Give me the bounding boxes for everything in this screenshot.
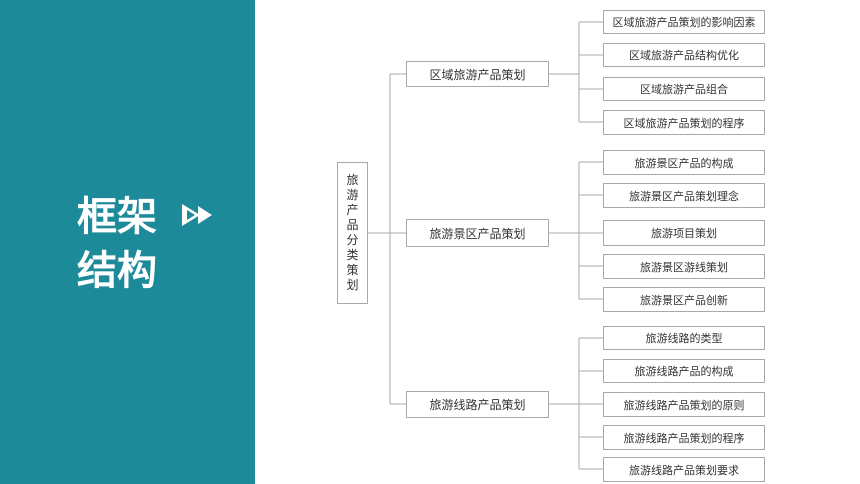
section-title: 框架 结构 (77, 190, 177, 298)
root-node-char: 类 (346, 248, 359, 262)
branch-node-scenic: 旅游景区产品策划 (406, 219, 549, 247)
leaf-node: 旅游线路产品策划的原则 (603, 392, 765, 417)
root-node-char: 分 (346, 233, 359, 247)
leaf-node: 旅游线路产品的构成 (603, 359, 765, 383)
leaf-node: 区域旅游产品策划的影响因素 (603, 10, 765, 34)
leaf-node: 区域旅游产品结构优化 (603, 43, 765, 67)
section-title-line1: 框架 (77, 194, 157, 240)
root-node-char: 游 (346, 188, 359, 202)
leaf-node: 区域旅游产品组合 (603, 77, 765, 101)
leaf-node: 旅游线路产品策划的程序 (603, 425, 765, 450)
branch-node-route: 旅游线路产品策划 (406, 391, 549, 418)
sidebar: 框架 结构 (0, 0, 255, 484)
root-node-char: 品 (346, 218, 359, 232)
leaf-node: 旅游景区产品策划理念 (603, 183, 765, 208)
branch-node-regional: 区域旅游产品策划 (406, 61, 549, 87)
root-node-char: 产 (346, 203, 359, 217)
root-node-char: 旅 (346, 173, 359, 187)
leaf-node: 区域旅游产品策划的程序 (603, 110, 765, 135)
leaf-node: 旅游景区游线策划 (603, 254, 765, 279)
root-node: 旅游产品分类策划 (337, 162, 368, 304)
section-title-line2: 结构 (77, 248, 157, 294)
root-node-char: 策 (346, 263, 359, 277)
leaf-node: 旅游线路的类型 (603, 326, 765, 350)
leaf-node: 旅游景区产品创新 (603, 287, 765, 312)
leaf-node: 旅游项目策划 (603, 220, 765, 246)
leaf-node: 旅游景区产品的构成 (603, 150, 765, 175)
root-node-char: 划 (346, 278, 359, 292)
double-play-arrow-icon (182, 204, 212, 226)
leaf-node: 旅游线路产品策划要求 (603, 457, 765, 482)
